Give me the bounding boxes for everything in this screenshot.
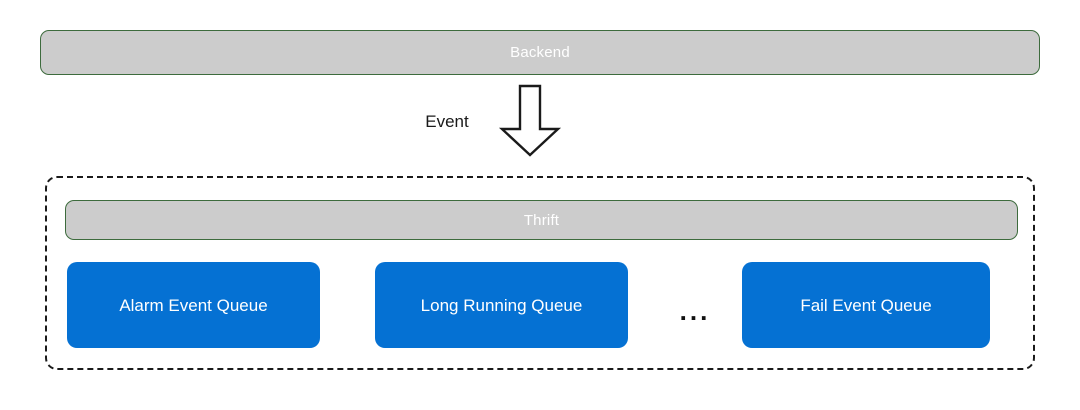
- queue-card-alarm-event-queue[interactable]: Alarm Event Queue: [67, 262, 320, 348]
- queue-group-boundary: [45, 176, 1035, 370]
- queue-card-fail-event-queue[interactable]: Fail Event Queue: [742, 262, 990, 348]
- queue-card-label: Alarm Event Queue: [119, 295, 268, 315]
- queue-card-label: Fail Event Queue: [800, 295, 932, 315]
- event-flow-label: Event: [425, 112, 469, 131]
- arrow-down-block-icon: [498, 84, 562, 158]
- thrift-node-label: Thrift: [523, 211, 560, 229]
- queue-ellipsis: ...: [679, 296, 711, 326]
- queue-card-label: Long Running Queue: [420, 295, 583, 315]
- thrift-node[interactable]: Thrift: [65, 200, 1018, 240]
- backend-node[interactable]: Backend: [40, 30, 1040, 75]
- backend-node-label: Backend: [510, 44, 570, 61]
- queue-card-long-running-queue[interactable]: Long Running Queue: [375, 262, 628, 348]
